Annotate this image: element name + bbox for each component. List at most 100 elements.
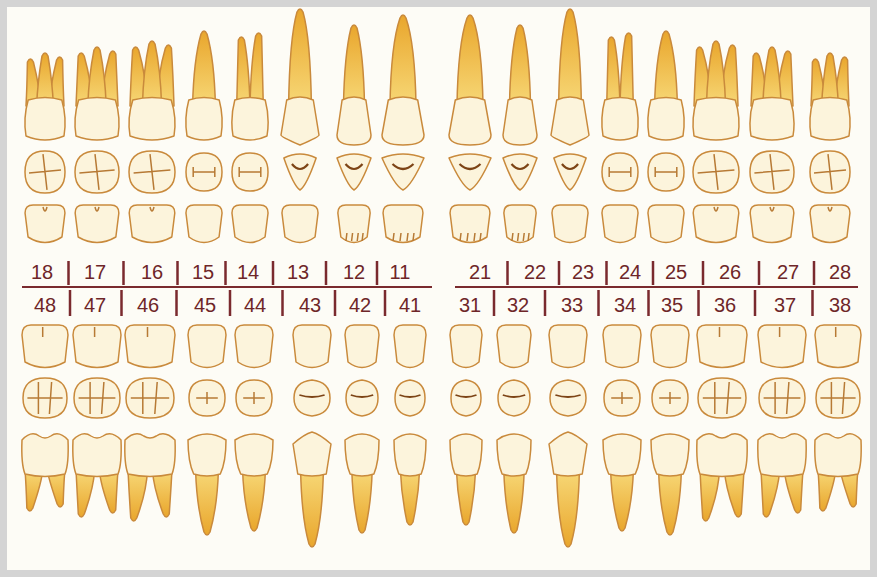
tooth-outline [134,154,171,190]
divider-line [813,261,816,285]
tooth-outline [337,154,371,190]
tooth-outline [74,378,120,418]
tooth-number: 15 [192,262,214,282]
tooth-outline [557,470,580,547]
tooth-outline [73,434,121,477]
tooth-number: 31 [459,295,481,315]
tooth-number: 27 [777,262,799,282]
tooth-outline [450,434,482,476]
tooth-outline [714,207,718,211]
divider-line [697,290,700,316]
tooth-outline [759,378,805,418]
tooth-number: 22 [524,262,546,282]
tooth-outline [504,205,536,243]
divider-line [811,290,814,316]
tooth-outline [131,382,169,414]
divider-line [120,290,123,316]
divider-line [605,261,608,285]
tooth-number: 14 [237,262,259,282]
tooth-outline [457,15,483,106]
tooth-outline [352,470,372,533]
tooth-outline [337,97,371,145]
tooth-outline [25,205,65,243]
divider-line [758,261,761,285]
tooth-outline [232,153,268,191]
tooth-outline [758,434,806,477]
tooth-outline [810,151,850,193]
tooth-outline [648,98,684,141]
tooth-outline [697,434,747,477]
tooth-number: 37 [774,295,796,315]
tooth-outline [497,434,531,476]
tooth-outline [652,380,688,416]
tooth-outline [75,205,119,243]
tooth-outline [700,470,720,521]
tooth-outline [128,470,148,521]
tooth-outline [346,233,363,241]
tooth-number: 11 [390,262,411,282]
tooth-outline [602,98,638,141]
tooth-outline [351,395,373,397]
tooth-outline [186,98,222,141]
tooth-outline [659,470,682,535]
tooth-number: 17 [84,262,106,282]
tooth-outline [382,97,424,145]
tooth-outline [129,151,175,193]
divider-line [224,261,227,285]
divider-line [376,261,379,285]
tooth-outline [94,327,96,337]
tooth-number: 42 [349,295,371,315]
tooth-outline [232,98,268,141]
tooth-outline [293,325,331,368]
dividers [69,261,815,316]
tooth-outline [142,41,161,106]
tooth-outline [75,151,119,193]
tooth-outline [400,470,419,525]
divider-line [506,261,509,285]
tooth-outline [509,25,530,106]
tooth-outline [456,470,475,525]
tooth-outline [289,9,312,106]
tooth-outline [345,325,379,368]
tooth-outline [292,164,308,169]
tooth-outline [750,98,794,141]
tooth-outline [503,97,537,145]
divider-line [229,290,232,316]
ground [7,7,870,570]
tooth-outline [293,432,331,476]
tooth-outline [779,327,781,337]
tooth-outline [611,392,633,404]
tooth-number: 12 [343,262,365,282]
tooth-outline [604,380,640,416]
tooth-outline [150,207,154,211]
tooth-outline [383,205,423,243]
divider-line [67,261,70,285]
tooth-outline [555,395,580,397]
tooth-outline [243,470,266,531]
tooth-outline [450,205,490,243]
tooth-outline [282,205,318,243]
tooth-outline [460,164,481,169]
tooth-outline [236,380,272,416]
tooth-number: 38 [829,295,851,315]
tooth-outline [42,327,44,337]
tooth-outline [338,205,370,243]
divider-line [176,261,179,285]
divider-line [69,290,72,316]
tooth-outline [460,233,481,241]
tooth-outline [816,378,860,418]
tooth-outline [239,167,261,177]
teeth [22,9,861,547]
tooth-outline [394,325,426,368]
tooth-outline [27,382,62,414]
divider-line [544,290,547,316]
tooth-outline [23,378,67,418]
tooth-outline [196,470,219,535]
tooth-outline [189,380,225,416]
tooth-outline [284,154,316,190]
tooth-outline [343,25,364,106]
divider-line [647,290,650,316]
tooth-outline [346,164,363,169]
tooth-outline [719,327,721,337]
tooth-number: 16 [141,262,163,282]
